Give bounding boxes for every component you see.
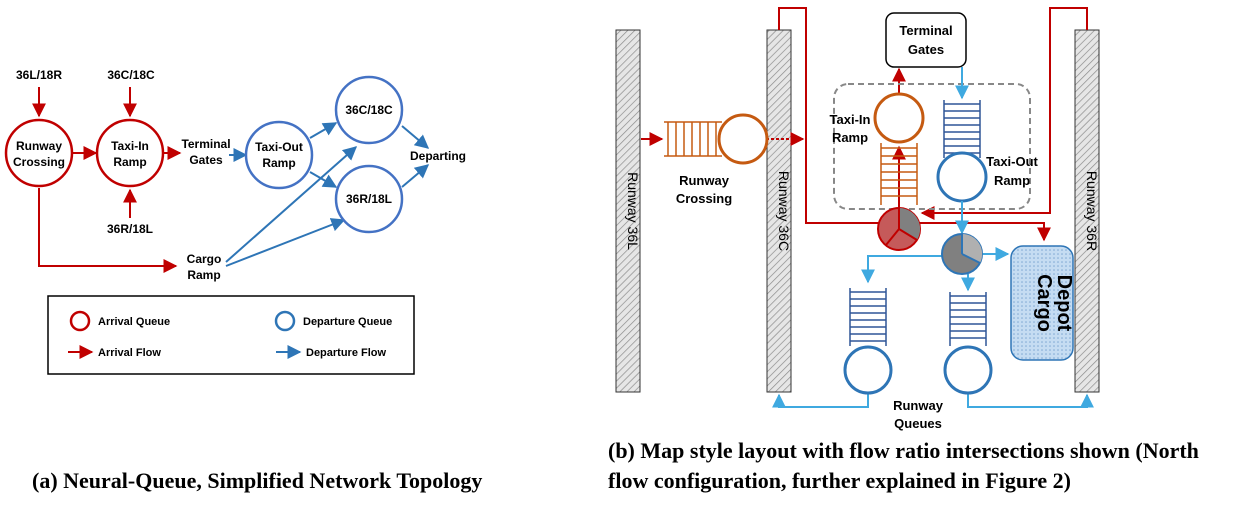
- departure-arrow-cargo-to-36c: [225, 146, 358, 263]
- departure-queue-taxi-out-ramp: [244, 120, 314, 190]
- arrival-route-over-36c: [778, 7, 1051, 242]
- taxi-out-ramp-label-1: Taxi-Out: [255, 140, 303, 154]
- arrival-arrow-crossing-to-cargo: [38, 188, 178, 273]
- runway-queue-left-ladder: [849, 288, 887, 346]
- legend-arrival-queue-swatch: [69, 310, 91, 332]
- caption-b: (b) Map style layout with flow ratio int…: [608, 438, 1199, 493]
- taxi-in-ramp-label-2: Ramp: [832, 130, 868, 145]
- taxi-out-ramp-queue: [936, 151, 988, 203]
- arrival-route-from-36r: [920, 7, 1088, 220]
- panel-b-map-layout: Runway 36L Runway 36C Runway 36R Runway …: [615, 7, 1100, 431]
- taxi-in-ramp-label-1: Taxi-In: [111, 139, 149, 153]
- runway-queue-left: [843, 345, 893, 395]
- runway-queue-right-ladder: [949, 292, 987, 346]
- runway-36l-label: Runway 36L: [625, 172, 641, 250]
- departure-arrow-cargo-to-36r: [225, 218, 346, 267]
- cargo-depot-label-2: Depot: [1053, 275, 1075, 332]
- departure-queue-36r18l: [334, 164, 404, 234]
- runway-crossing-label-2: Crossing: [676, 191, 732, 206]
- legend-arrival-queue-label: Arrival Queue: [98, 316, 170, 328]
- departure-arrow-taxi-out-to-36c: [309, 122, 338, 139]
- cargo-depot: [1010, 245, 1074, 361]
- departure-right-queue-to-36r: [967, 393, 1094, 408]
- source-label-36r18l: 36R/18L: [107, 222, 153, 236]
- arrival-queue-taxi-in-ramp: [95, 118, 165, 188]
- terminal-gates-label-1: Terminal: [181, 137, 230, 151]
- runway-36r: [1074, 29, 1100, 393]
- taxi-in-ramp-queue: [873, 92, 925, 144]
- runway-crossing-ladder: [664, 121, 722, 157]
- terminal-gates-label-2: Gates: [908, 42, 944, 57]
- panel-a-topology: 36L/18R 36C/18C 36R/18L Runway Crossing …: [4, 68, 466, 375]
- runway-crossing-queue: [717, 113, 769, 165]
- taxi-in-ladder: [880, 143, 918, 205]
- runway-crossing-label-2: Crossing: [13, 155, 65, 169]
- source-label-36l18r: 36L/18R: [16, 68, 62, 82]
- departure-arrow-36c-to-departing: [401, 125, 430, 149]
- taxi-in-ramp-label-2: Ramp: [113, 155, 146, 169]
- legend-arrival-flow-label: Arrival Flow: [98, 347, 161, 359]
- runway-crossing-label-1: Runway: [679, 173, 730, 188]
- departure-arrow-taxi-out-to-36r: [309, 171, 338, 188]
- departure-pie-to-left-queue: [861, 255, 943, 284]
- terminal-gates-label-2: Gates: [189, 153, 223, 167]
- taxi-out-ramp-label-1: Taxi-Out: [986, 154, 1038, 169]
- source-label-36c18c: 36C/18C: [107, 68, 155, 82]
- legend-box: [47, 295, 415, 375]
- departure-arrow-36r-to-departing: [401, 164, 430, 188]
- terminal-gates-label-1: Terminal: [899, 23, 952, 38]
- departure-left-queue-to-36c: [772, 393, 869, 408]
- runway-36r-label: Runway 36R: [1084, 171, 1100, 251]
- terminal-gates-box: [885, 12, 967, 68]
- taxi-out-ramp-label-2: Ramp: [262, 156, 295, 170]
- runway-queues-label-1: Runway: [893, 398, 944, 413]
- legend-departure-queue-swatch: [274, 310, 296, 332]
- cargo-depot-label-1: Cargo: [1033, 274, 1055, 332]
- cargo-ramp-label-2: Ramp: [187, 268, 220, 282]
- runway-crossing-label-1: Runway: [16, 139, 62, 153]
- arrival-queue-runway-crossing: [4, 118, 74, 188]
- taxi-out-ladder: [943, 100, 981, 158]
- departing-label: Departing: [410, 149, 466, 163]
- taxi-out-ramp-label-2: Ramp: [994, 173, 1030, 188]
- departure-36r18l-label: 36R/18L: [346, 192, 392, 206]
- taxi-in-ramp-label-1: Taxi-In: [830, 112, 871, 127]
- cargo-ramp-label-1: Cargo: [187, 252, 222, 266]
- legend-departure-flow-label: Departure Flow: [306, 347, 387, 359]
- runway-36l: [615, 29, 641, 393]
- legend-departure-queue-label: Departure Queue: [303, 316, 392, 328]
- ramp-area-box: [833, 83, 1031, 210]
- runway-36c-label: Runway 36C: [776, 171, 792, 251]
- runway-queue-right: [943, 345, 993, 395]
- runway-queues-label-2: Queues: [894, 416, 942, 431]
- departure-queue-36c18c: [334, 75, 404, 145]
- arrival-flow-ratio-pie: [877, 207, 921, 251]
- departure-flow-ratio-pie: [941, 233, 983, 275]
- caption-a: (a) Neural-Queue, Simplified Network Top…: [32, 468, 483, 493]
- departure-36c18c-label: 36C/18C: [345, 103, 393, 117]
